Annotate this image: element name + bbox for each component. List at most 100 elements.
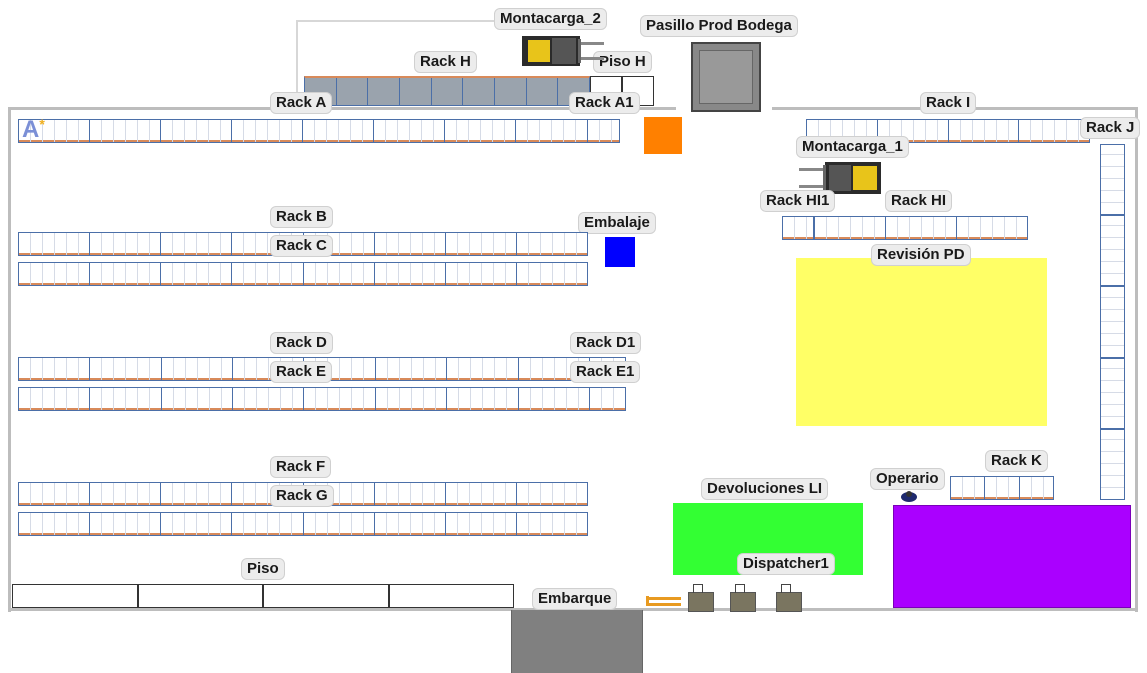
piso[interactable] (12, 584, 514, 608)
warehouse-wall-top-left (8, 107, 676, 110)
rack-hi-bay (957, 217, 1027, 239)
rack-b-bay (516, 233, 587, 255)
rack-b-bay (374, 233, 446, 255)
devoluciones-li-label: Devoluciones LI (701, 478, 829, 500)
corner-marker-icon: A* (22, 116, 45, 144)
rack-hi1[interactable] (782, 216, 814, 240)
rack-a-bay (587, 120, 620, 142)
rack-g-bay (232, 513, 304, 535)
rack-e-bay (19, 388, 91, 410)
embarque-zone[interactable] (511, 610, 643, 673)
rack-c[interactable] (18, 262, 588, 286)
rack-k-label: Rack K (985, 450, 1048, 472)
piso-label: Piso (241, 558, 285, 580)
piso-h-label: Piso H (593, 51, 652, 73)
rack-e-label: Rack E (270, 361, 333, 383)
rack-j-label: Rack J (1080, 117, 1141, 139)
rack-i-label: Rack I (920, 92, 977, 114)
rack-k-bay (985, 477, 1020, 499)
rack-e-bay (233, 388, 305, 410)
rack-g[interactable] (18, 512, 588, 536)
rack-k-bay (951, 477, 986, 499)
rack-c-bay (232, 263, 304, 285)
revision-pd-zone[interactable] (796, 258, 1047, 426)
rack-c-bay (161, 263, 233, 285)
rack-h-bay (336, 78, 369, 105)
operario-label: Operario (870, 468, 945, 490)
rack-k-bay (1019, 477, 1053, 499)
rack-d-bay (447, 358, 519, 380)
rack-hi1-bay (783, 217, 813, 239)
montacarga-1-forklift-icon[interactable] (797, 160, 883, 196)
rack-a-bay (445, 120, 517, 142)
rack-b-bay (161, 233, 233, 255)
pallet-jack-icon[interactable] (646, 594, 682, 608)
montacarga-2-label: Montacarga_2 (494, 8, 607, 30)
rack-c-bay (445, 263, 517, 285)
rack-hi-label: Rack HI (885, 190, 953, 212)
rack-hi-bay (815, 217, 886, 239)
rack-hi-bay (886, 217, 957, 239)
annex-wall-top (296, 20, 496, 22)
rack-f-bay (516, 483, 587, 505)
rack-j-bay (1101, 216, 1124, 288)
rack-b-label: Rack B (270, 206, 333, 228)
rack-a-bay (232, 120, 304, 142)
montacarga-1-label: Montacarga_1 (796, 136, 909, 158)
rack-b-bay (19, 233, 91, 255)
dispatcher-worker-icon[interactable] (688, 584, 714, 612)
rack-g-bay (445, 513, 517, 535)
rack-a1-label: Rack A1 (569, 92, 640, 114)
rack-h-bay (431, 78, 464, 105)
montacarga-2-forklift-icon[interactable] (520, 34, 606, 68)
rack-c-bay (374, 263, 446, 285)
rack-f-bay (19, 483, 91, 505)
rack-f-bay (445, 483, 517, 505)
piso-slot (139, 585, 264, 607)
rack-c-label: Rack C (270, 235, 333, 257)
rack-d-label: Rack D (270, 332, 333, 354)
rack-hi[interactable] (814, 216, 1028, 240)
embalaje-zone[interactable] (605, 237, 635, 267)
rack-h-label: Rack H (414, 51, 477, 73)
rack-e-bay (518, 388, 590, 410)
rack-f-bay (90, 483, 162, 505)
rack-a-label: Rack A (270, 92, 333, 114)
rack-d-bay (90, 358, 162, 380)
rack-k[interactable] (950, 476, 1054, 500)
rack-g-bay (516, 513, 587, 535)
rack-c-bay (303, 263, 375, 285)
rack-h-bay (495, 78, 527, 105)
rack-g-bay (161, 513, 233, 535)
operario-person-icon[interactable] (900, 489, 918, 502)
rack-e-bay (304, 388, 376, 410)
rack-a-bay (516, 120, 588, 142)
rack-a-bay (90, 120, 162, 142)
piso-slot (264, 585, 390, 607)
dispatcher1-label: Dispatcher1 (737, 553, 835, 575)
rack-h[interactable] (304, 76, 590, 106)
dispatcher-worker-icon[interactable] (776, 584, 802, 612)
rack-e-bay (161, 388, 234, 410)
rack-j[interactable] (1100, 144, 1125, 500)
piso-slot (13, 585, 139, 607)
piso-slot (390, 585, 514, 607)
rack-a[interactable] (18, 119, 620, 143)
orange-zone[interactable] (644, 117, 682, 154)
rack-h-bay (400, 78, 432, 105)
purple-zone[interactable] (893, 505, 1131, 608)
rack-c-bay (19, 263, 91, 285)
rack-d-bay (19, 358, 91, 380)
pasillo-prod-bodega-zone[interactable] (691, 42, 761, 112)
rack-e1-bay (589, 388, 626, 410)
revision-pd-label: Revisión PD (871, 244, 971, 266)
embarque-label: Embarque (532, 588, 618, 610)
rack-e[interactable] (18, 387, 626, 411)
rack-g-bay (19, 513, 91, 535)
rack-f-bay (161, 483, 233, 505)
pasillo-prod-bodega-label: Pasillo Prod Bodega (640, 15, 798, 37)
rack-i-bay (948, 120, 1020, 142)
dispatcher-worker-icon[interactable] (730, 584, 756, 612)
rack-e-bay (447, 388, 519, 410)
rack-g-bay (90, 513, 162, 535)
